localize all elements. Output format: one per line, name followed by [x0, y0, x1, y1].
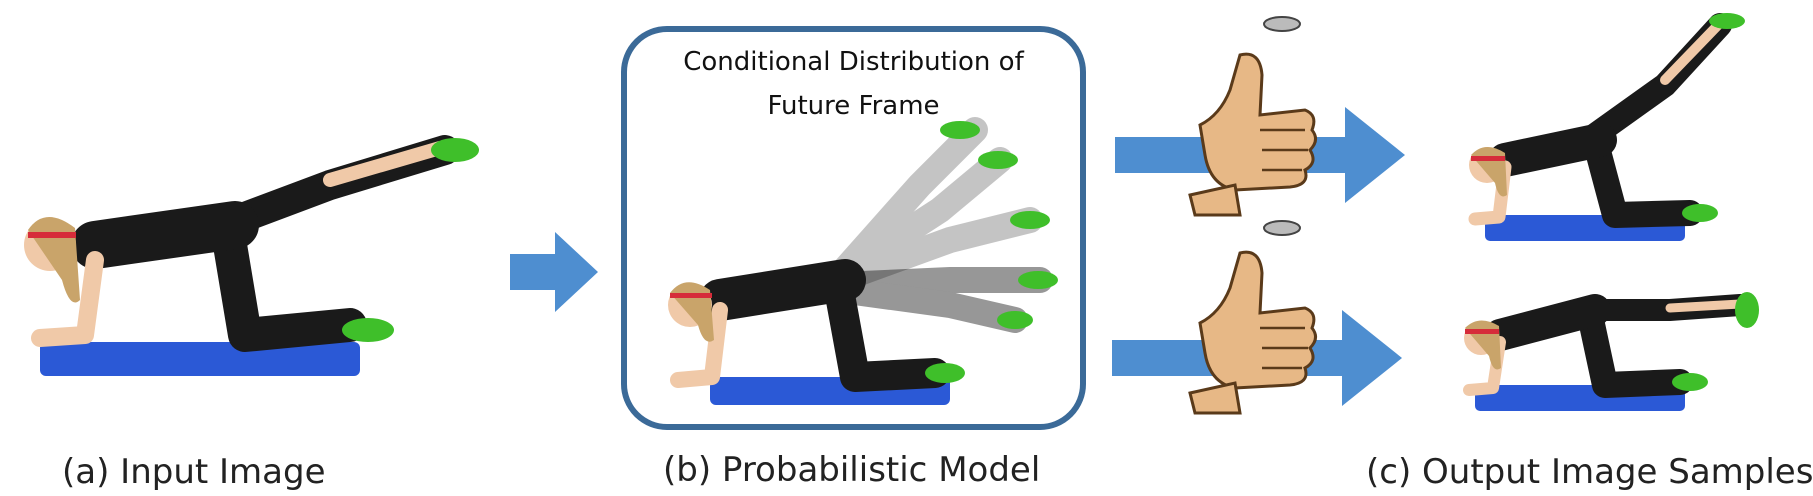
thumbs-up-coin-flip-icon [1188, 52, 1317, 217]
model-box-title-line1: Conditional Distribution of [683, 47, 1024, 77]
model-box-title-line2: Future Frame [767, 91, 940, 121]
input-image [24, 135, 479, 376]
thumbs-up-coin-flip-icon [1188, 250, 1317, 415]
caption-output-image-samples: (c) Output Image Samples [1366, 452, 1813, 492]
coin-icon [1263, 220, 1301, 236]
future-frame-distribution-image [668, 117, 1058, 405]
probabilistic-model-box: Conditional Distribution of Future Frame [621, 26, 1086, 430]
caption-probabilistic-model: (b) Probabilistic Model [663, 450, 1041, 490]
right-arrow-icon [510, 232, 598, 312]
output-sample-1-image [1468, 13, 1745, 241]
caption-input-image: (a) Input Image [62, 452, 326, 492]
output-sample-2-image [1463, 292, 1759, 411]
coin-icon [1263, 16, 1301, 32]
exercise-mat [40, 342, 360, 376]
